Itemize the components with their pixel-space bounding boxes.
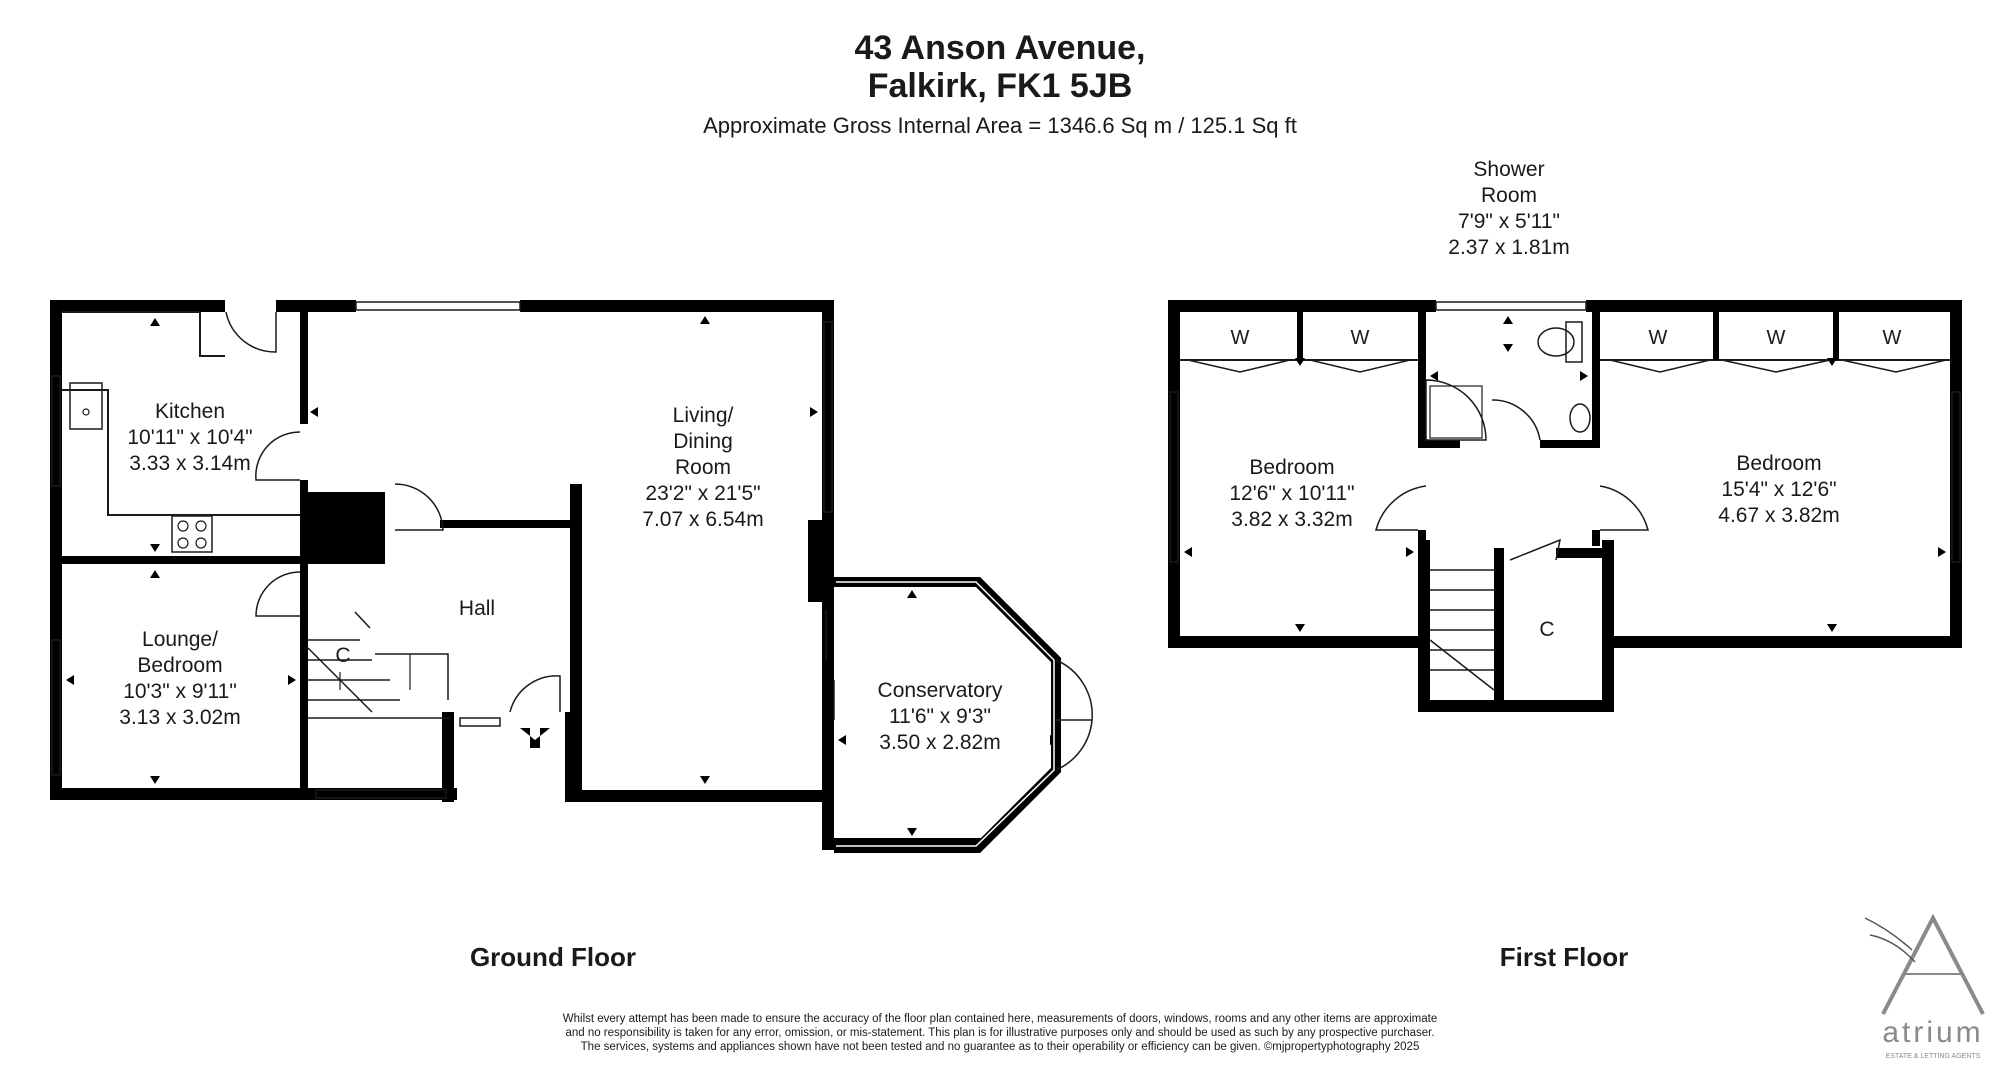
disclaimer: Whilst every attempt has been made to en…: [0, 1012, 2000, 1054]
wardrobe-label: W: [1767, 327, 1786, 349]
ground-floor-label: Ground Floor: [470, 942, 636, 972]
bedroom1-metric: 3.82 x 3.32m: [1231, 508, 1352, 531]
shower-name-2: Room: [1481, 184, 1537, 207]
living-imperial: 23'2" x 21'5": [645, 482, 760, 505]
kitchen-name: Kitchen: [155, 400, 225, 423]
conservatory-name: Conservatory: [878, 679, 1003, 702]
first-cupboard-name: C: [1539, 618, 1554, 641]
kitchen-metric: 3.33 x 3.14m: [129, 452, 250, 475]
first-floor-plan: [1168, 300, 1962, 712]
disclaimer-line-2: and no responsibility is taken for any e…: [565, 1027, 1435, 1039]
shower-name-1: Shower: [1473, 158, 1544, 181]
bedroom2-metric: 4.67 x 3.82m: [1718, 504, 1839, 527]
living-name-3: Room: [675, 456, 731, 479]
ground-floor-plan: [50, 300, 1093, 853]
living-name-2: Dining: [673, 430, 733, 453]
kitchen-imperial: 10'11" x 10'4": [127, 426, 252, 449]
disclaimer-line-1: Whilst every attempt has been made to en…: [562, 1013, 1438, 1025]
bedroom1-name: Bedroom: [1249, 456, 1334, 479]
lounge-name-1: Lounge/: [142, 628, 218, 651]
bedroom1-imperial: 12'6" x 10'11": [1229, 482, 1354, 505]
lounge-imperial: 10'3" x 9'11": [123, 680, 237, 703]
gross-internal-area: Approximate Gross Internal Area = 1346.6…: [703, 113, 1297, 138]
conservatory-metric: 3.50 x 2.82m: [879, 731, 1000, 754]
address-line-2: Falkirk, FK1 5JB: [867, 67, 1133, 105]
first-floor-label: First Floor: [1500, 942, 1629, 972]
first-floor-walls: [1168, 300, 1962, 712]
lounge-metric: 3.13 x 3.02m: [119, 706, 240, 729]
logo-wordmark: atrium: [1882, 1016, 1983, 1049]
wardrobe-label: W: [1231, 327, 1250, 349]
address-line-1: 43 Anson Avenue,: [854, 29, 1146, 67]
disclaimer-line-3: The services, systems and appliances sho…: [580, 1041, 1420, 1053]
bedroom2-name: Bedroom: [1736, 452, 1821, 475]
wardrobe-label: W: [1649, 327, 1668, 349]
atrium-logo: atrium ESTATE & LETTING AGENTS: [1864, 913, 1985, 1060]
wardrobe-label: W: [1351, 327, 1370, 349]
shower-metric: 2.37 x 1.81m: [1448, 236, 1569, 259]
shower-imperial: 7'9" x 5'11": [1458, 210, 1560, 233]
hall-name: Hall: [459, 597, 495, 620]
living-metric: 7.07 x 6.54m: [642, 508, 763, 531]
living-name-1: Living/: [673, 404, 734, 427]
ground-cupboard-name: C: [335, 644, 350, 667]
lounge-name-2: Bedroom: [137, 654, 222, 677]
conservatory-imperial: 11'6" x 9'3": [889, 705, 991, 728]
bedroom2-imperial: 15'4" x 12'6": [1721, 478, 1836, 501]
wardrobe-label: W: [1883, 327, 1902, 349]
ground-floor-walls: [50, 300, 982, 850]
logo-tagline: ESTATE & LETTING AGENTS: [1886, 1053, 1981, 1060]
